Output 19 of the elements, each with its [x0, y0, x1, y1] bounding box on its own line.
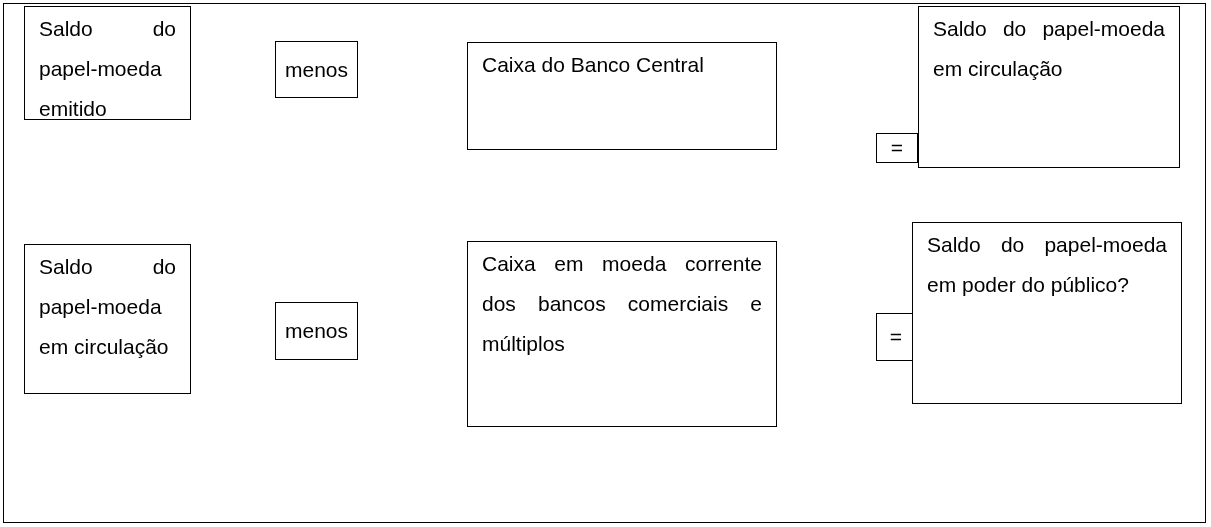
operator-box	[876, 133, 918, 163]
operator-text: menos	[285, 56, 348, 83]
text-box	[467, 42, 777, 150]
operator-text: =	[889, 324, 903, 350]
text-box	[24, 244, 191, 394]
text-box	[918, 6, 1180, 168]
box-text: Saldo do papel-moeda em circulação	[38, 254, 177, 360]
operator-box	[275, 41, 358, 98]
box-text: Saldo do papel-moeda em circulação	[932, 16, 1166, 82]
text-box	[467, 241, 777, 427]
box-text: Saldo do papel-moeda em poder do público?	[926, 232, 1168, 298]
operator-text: =	[890, 135, 904, 161]
box-text: Caixa do Banco Central	[481, 52, 705, 78]
operator-text: menos	[285, 318, 348, 344]
text-box	[24, 6, 191, 120]
operator-box	[275, 302, 358, 360]
text-box	[912, 222, 1182, 404]
box-text: Caixa em moeda corrente dos bancos comerciais e múltiplos	[481, 251, 763, 357]
box-text: Saldo do papel-moeda emitido	[38, 16, 177, 122]
